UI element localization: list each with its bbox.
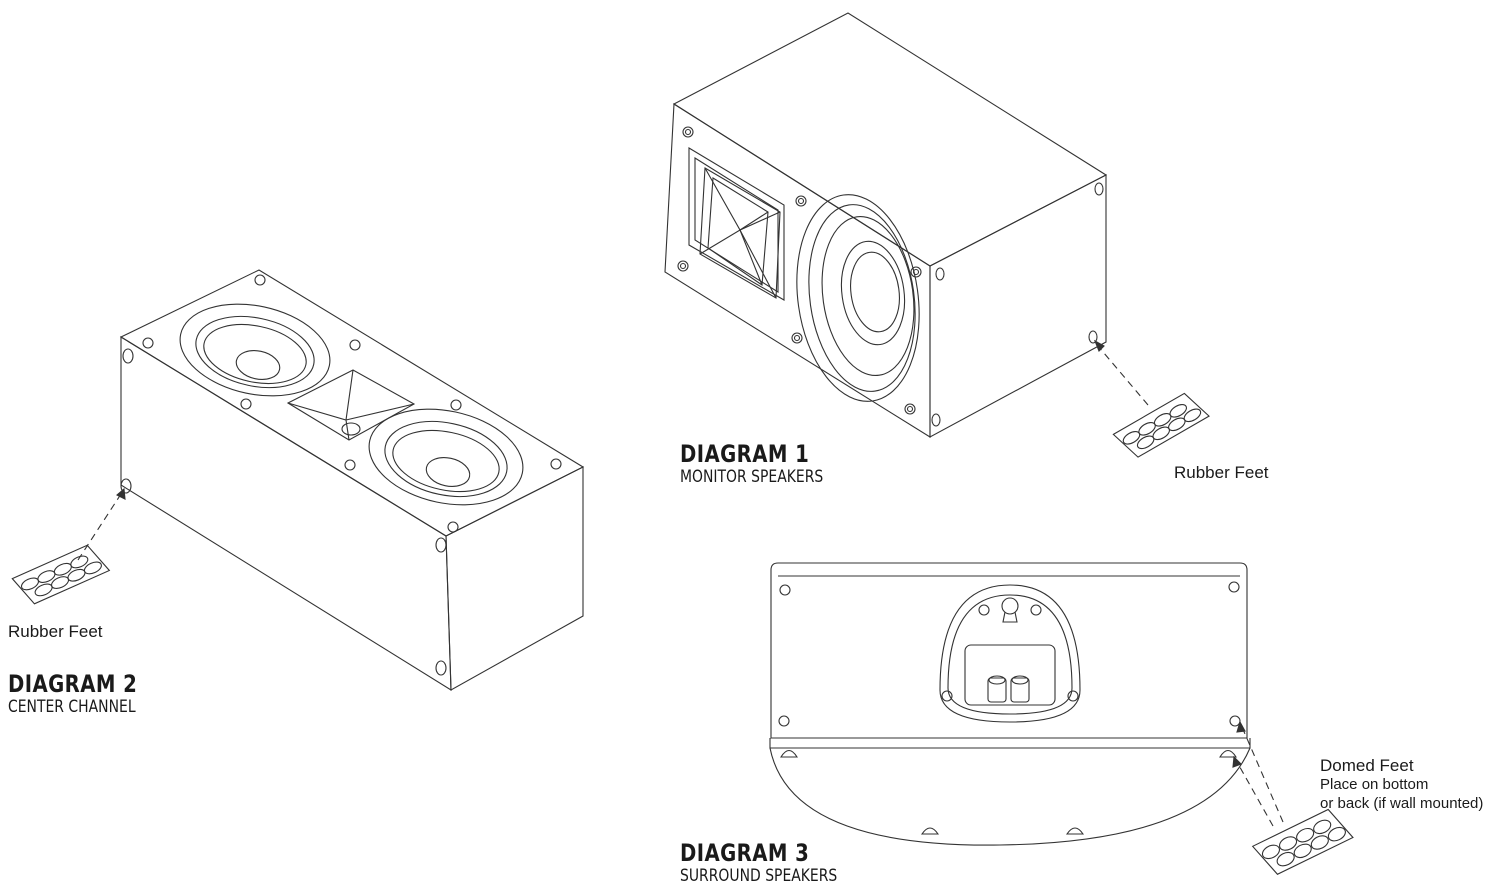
diagram3-note-line2: or back (if wall mounted) xyxy=(1320,795,1484,812)
diagram3-subtitle: SURROUND SPEAKERS xyxy=(680,866,838,886)
diagram1-feet-label: Rubber Feet xyxy=(1174,463,1269,482)
diagram1-title: DIAGRAM 1 xyxy=(680,440,810,468)
diagram2-feet-label: Rubber Feet xyxy=(8,622,103,641)
diagram2-subtitle: CENTER CHANNEL xyxy=(8,697,136,717)
monitor-speaker-drawing xyxy=(664,12,1210,458)
diagram2-title: DIAGRAM 2 xyxy=(8,670,138,698)
diagram1-subtitle: MONITOR SPEAKERS xyxy=(680,467,824,487)
surround-speaker-drawing xyxy=(769,562,1354,875)
center-channel-drawing xyxy=(11,269,585,692)
diagram3-note-line1: Place on bottom xyxy=(1320,776,1429,793)
diagram3-feet-label: Domed Feet xyxy=(1320,756,1414,775)
diagram3-title: DIAGRAM 3 xyxy=(680,839,810,867)
